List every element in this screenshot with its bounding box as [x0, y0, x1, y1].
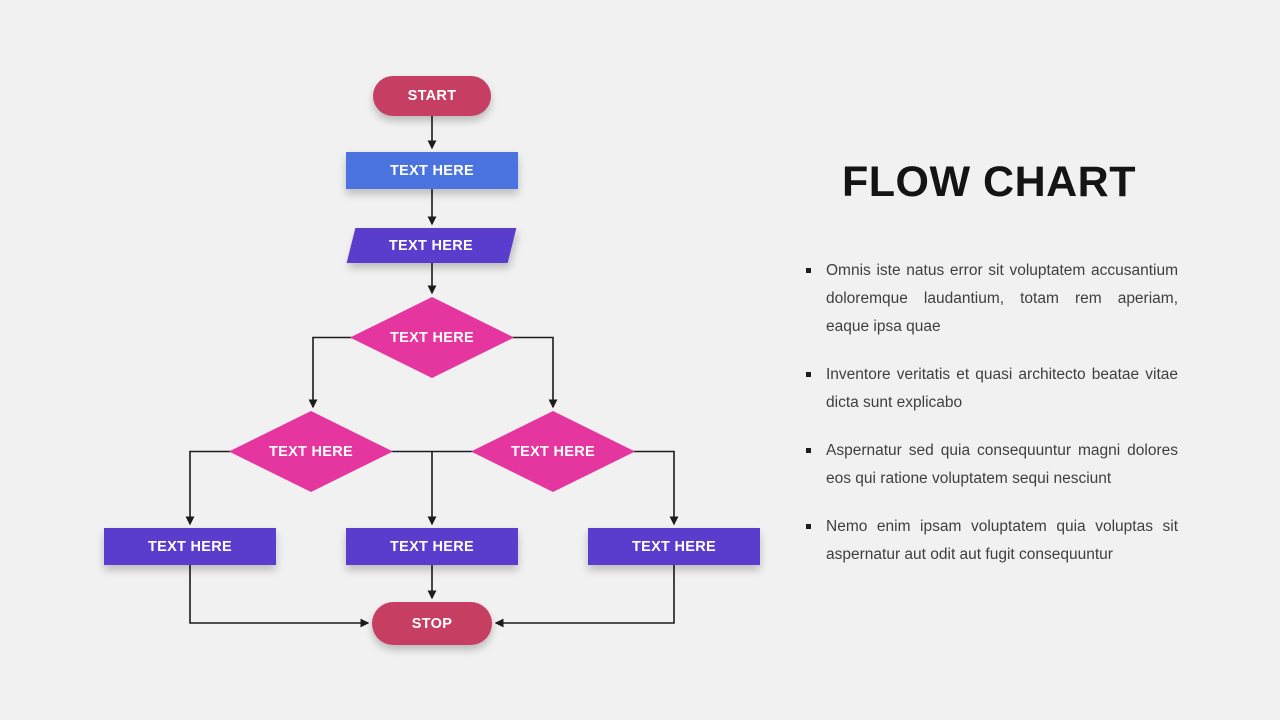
edge-decision-right-result-right — [633, 450, 679, 526]
list-item: Nemo enim ipsam voluptatem quia voluptas… — [806, 513, 1178, 569]
bullet-square-icon — [806, 268, 811, 273]
flow-node-result-right-label: TEXT HERE — [631, 538, 717, 555]
flow-node-parallelogram-label: TEXT HERE — [389, 237, 474, 254]
flow-node-decision-left-label: TEXT HERE — [268, 443, 354, 460]
flow-node-result-center-label: TEXT HERE — [389, 538, 475, 555]
flow-node-result-left-label: TEXT HERE — [147, 538, 233, 555]
edge-result-left-stop — [189, 565, 370, 628]
bullet-text: Inventore veritatis et quasi architecto … — [826, 366, 1178, 411]
flow-node-parallelogram: TEXT HERE — [346, 228, 517, 263]
bullet-text: Nemo enim ipsam voluptatem quia voluptas… — [826, 518, 1178, 563]
bullet-square-icon — [806, 448, 811, 453]
edge-decision-left-result-left — [185, 450, 231, 526]
flow-node-result-left: TEXT HERE — [104, 528, 276, 565]
flow-node-result-center: TEXT HERE — [346, 528, 518, 565]
flow-node-decision-right-label: TEXT HERE — [510, 443, 596, 460]
edge-decision-top-left — [308, 336, 352, 409]
bullet-text: Aspernatur sed quia consequuntur magni d… — [826, 442, 1178, 487]
flow-node-result-right: TEXT HERE — [588, 528, 760, 565]
flow-node-decision-top-label: TEXT HERE — [389, 329, 475, 346]
flow-node-start: START — [373, 76, 491, 116]
flow-connectors — [185, 116, 679, 628]
flow-node-stop-label: STOP — [411, 615, 453, 632]
flow-node-process-label: TEXT HERE — [389, 162, 475, 179]
flow-node-start-label: START — [407, 88, 457, 104]
content-panel: FLOW CHART Omnis iste natus error sit vo… — [800, 0, 1178, 589]
list-item: Inventore veritatis et quasi architecto … — [806, 361, 1178, 417]
list-item: Omnis iste natus error sit voluptatem ac… — [806, 257, 1178, 341]
page-title: FLOW CHART — [842, 158, 1136, 206]
list-item: Aspernatur sed quia consequuntur magni d… — [806, 437, 1178, 493]
bullet-text: Omnis iste natus error sit voluptatem ac… — [826, 262, 1178, 335]
flowchart: START TEXT HERE TEXT HERE TEXT HERE TEXT… — [104, 76, 760, 645]
bullet-square-icon — [806, 372, 811, 377]
edge-result-right-stop — [494, 565, 675, 628]
flow-node-process: TEXT HERE — [346, 152, 518, 189]
bullet-square-icon — [806, 524, 811, 529]
bullet-list: Omnis iste natus error sit voluptatem ac… — [800, 257, 1178, 569]
flow-node-stop: STOP — [372, 602, 492, 645]
edge-decision-top-right — [512, 336, 558, 409]
